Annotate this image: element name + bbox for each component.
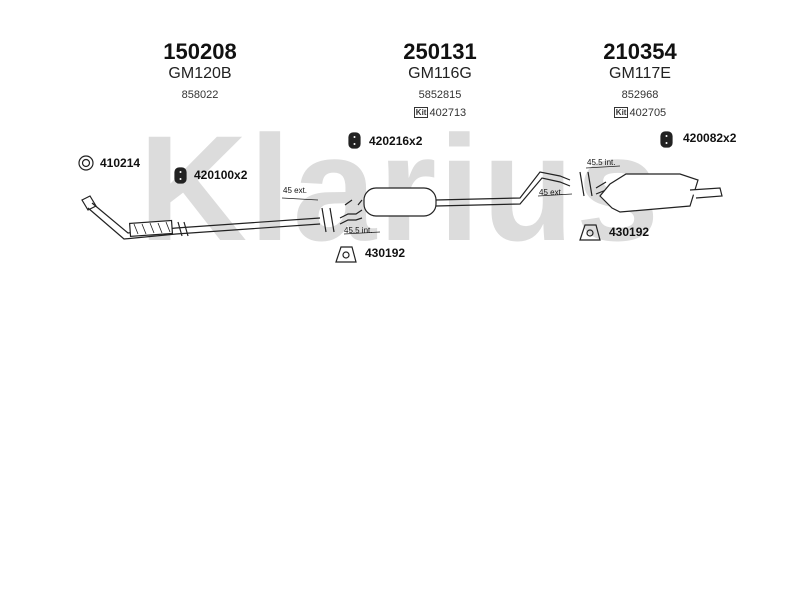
- part-column-rear: 210354 GM117E 852968 Kit 402705: [570, 40, 710, 120]
- middle-silencer: [363, 187, 437, 217]
- model-code: GM116G: [408, 65, 472, 82]
- accessory-label-clamp-middle: 430192: [365, 246, 406, 260]
- oem-number: 5852815: [418, 89, 462, 101]
- clamp-icon-middle: [335, 246, 357, 263]
- part-column-middle: 250131 GM116G 5852815 Kit 402713: [370, 40, 510, 120]
- oem-number: 858022: [181, 89, 219, 101]
- front-pipe: [81, 195, 321, 240]
- rubber-mount-icon-front: [174, 167, 187, 184]
- rubber-mount-icon-rear: [660, 131, 673, 148]
- part-column-front: 150208 GM120B 858022: [130, 40, 270, 102]
- rubber-mount-icon-middle: [348, 132, 361, 149]
- accessory-label-mount-rear: 420082x2: [683, 131, 737, 145]
- ring-seal-icon: [78, 155, 94, 171]
- part-number: 210354: [603, 39, 677, 64]
- clamp-icon-rear: [579, 224, 601, 241]
- kit-reference: Kit 402713: [413, 106, 467, 120]
- kit-number: 402705: [629, 106, 667, 119]
- kit-badge: Kit: [413, 107, 429, 118]
- middle-section: [339, 171, 571, 225]
- dimension-middle-joint-left: 45.5 int.: [344, 226, 373, 235]
- model-code: GM117E: [609, 65, 671, 82]
- part-number: 150208: [163, 39, 237, 64]
- dimension-lines: [281, 165, 621, 235]
- front-joint-break: [321, 207, 335, 233]
- dimension-rear-joint-bottom: 45 ext.: [539, 188, 564, 197]
- kit-number: 402713: [429, 106, 467, 119]
- rear-silencer: [599, 173, 699, 213]
- rear-joint-break: [579, 171, 593, 197]
- part-number: 250131: [403, 39, 477, 64]
- accessory-label-mount-middle: 420216x2: [369, 134, 423, 148]
- dimension-front-joint: 45 ext.: [283, 186, 308, 195]
- oem-number: 852968: [621, 89, 659, 101]
- dimension-rear-joint-top: 45.5 int.: [587, 158, 616, 167]
- accessory-label-clamp-rear: 430192: [609, 225, 650, 239]
- kit-badge: Kit: [613, 107, 629, 118]
- accessory-label-mount-front: 420100x2: [194, 168, 248, 182]
- model-code: GM120B: [168, 65, 232, 82]
- rear-section: [595, 173, 723, 213]
- accessory-label-ring-seal: 410214: [100, 156, 141, 170]
- kit-reference: Kit 402705: [613, 106, 667, 120]
